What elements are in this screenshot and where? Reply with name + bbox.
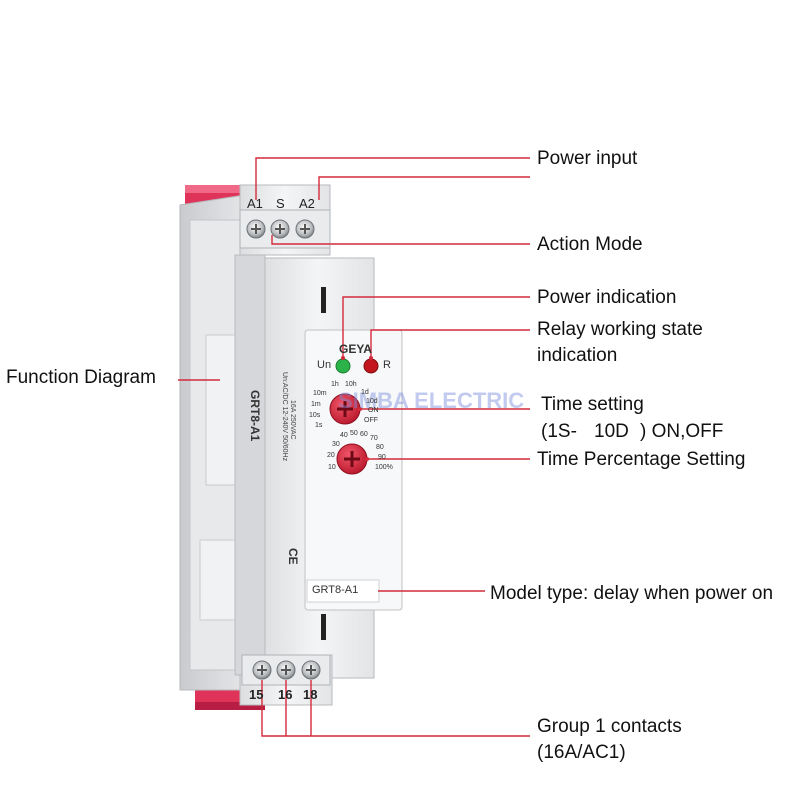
time-dial-on: ON [368,407,379,414]
callout-time-setting-b: 10D [594,421,629,442]
ratings-line-2: 16A 250VAC [289,400,296,440]
callout-lines [178,157,530,737]
terminal-label-18: 18 [303,687,318,702]
callout-relay-state-line1: Relay working state [537,319,703,340]
top-terminal-block [239,209,331,249]
callout-power-input: Power input [537,148,638,169]
callout-time-setting-a: (1S- [541,421,577,442]
callout-contacts-line2: (16A/AC1) [537,742,626,763]
terminal-label-a1: A1 [247,196,263,211]
time-percentage-knob[interactable] [336,443,368,475]
terminal-label-16: 16 [278,687,293,702]
time-dial-off: OFF [364,417,378,424]
time-dial-1m: 1m [311,401,321,408]
time-dial-1d: 1d [361,389,369,396]
watermark: SIMBA ELECTRIC [338,388,525,413]
pct-dial-10: 10 [328,464,336,471]
pct-dial-40: 40 [340,432,348,439]
led-r-label: R [383,359,391,371]
callout-contacts-line1: Group 1 contacts [537,716,682,737]
callout-time-setting-c: ) ON,OFF [640,421,724,442]
terminal-label-a2: A2 [299,196,315,211]
terminal-label-s: S [276,196,285,211]
time-dial-10d: 10d [366,398,378,405]
terminal-label-15: 15 [249,687,264,702]
led-un [335,358,351,374]
callout-dots [341,356,373,461]
time-range-knob[interactable] [329,393,361,425]
callout-model-type: Model type: delay when power on [490,583,774,604]
callout-relay-state-line2: indication [537,345,618,366]
callout-power-indication: Power indication [537,287,677,308]
callout-action-mode: Action Mode [537,234,643,255]
time-dial-10h: 10h [345,381,357,388]
time-dial-10m: 10m [313,390,327,397]
callout-function-diagram: Function Diagram [6,367,156,388]
model-vertical: GRT8-A1 [248,390,262,442]
led-un-label: Un [317,359,332,371]
brand-logo: GEYA [339,342,372,356]
pct-dial-90: 90 [378,454,386,461]
callout-time-setting-line1: Time setting [541,394,644,415]
time-dial-10s: 10s [309,412,321,419]
pct-dial-20: 20 [327,452,335,459]
pct-dial-70: 70 [370,435,378,442]
time-dial-1h: 1h [331,381,339,388]
pct-dial-30: 30 [332,441,340,448]
ce-mark: CE [286,548,300,565]
ratings-line-1: Un:AC/DC 12-240V 50/60Hz [281,372,288,462]
model-plate-text: GRT8-A1 [312,584,359,596]
pct-dial-100: 100% [375,464,393,471]
pct-dial-50: 50 [350,430,358,437]
callout-time-percentage: Time Percentage Setting [537,449,746,470]
pct-dial-60: 60 [360,431,368,438]
pct-dial-80: 80 [376,444,384,451]
led-r [363,358,379,374]
relay-side-panel [179,194,246,691]
time-dial-1s: 1s [315,422,323,429]
